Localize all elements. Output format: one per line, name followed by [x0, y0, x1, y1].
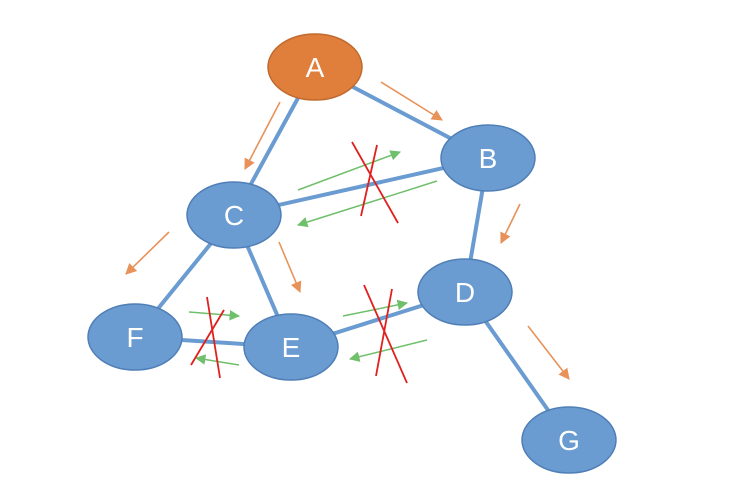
node-d: D [417, 258, 513, 326]
green-arrow-back-c-b [296, 180, 438, 228]
node-shape-e [243, 313, 339, 381]
node-f: F [87, 303, 183, 371]
traversal-arrow-c-to-f [125, 231, 170, 275]
red-cross-stroke-e-d-2 [375, 288, 393, 377]
traversal-arrow-a-to-c [244, 101, 281, 170]
red-cross-stroke-c-b-1 [351, 141, 399, 224]
node-label-a: A [306, 52, 325, 83]
traversal-arrow-a-to-b [380, 81, 443, 121]
green-arrow-back-e-d [348, 339, 428, 362]
traversal-arrows-layer [125, 81, 570, 380]
node-c: C [186, 181, 282, 249]
node-a: A [267, 33, 363, 101]
nodes-layer: A B C D E F G [87, 33, 617, 474]
node-shape-a [267, 33, 363, 101]
node-label-g: G [558, 425, 580, 456]
traversal-arrow-d-to-g [527, 325, 570, 380]
blocked-edge-e-d [342, 284, 428, 384]
blocked-edges-layer [188, 141, 438, 384]
node-g: G [521, 406, 617, 474]
node-shape-g [521, 406, 617, 474]
blocked-edge-f-e [188, 296, 241, 379]
red-cross-stroke-e-d-1 [363, 284, 408, 384]
red-cross-stroke-f-e-2 [190, 309, 225, 366]
blocked-edge-c-b [296, 141, 438, 228]
node-label-f: F [126, 322, 143, 353]
green-arrow-forward-f-e [188, 310, 241, 321]
node-shape-c [186, 181, 282, 249]
node-label-e: E [282, 332, 301, 363]
node-shape-b [440, 124, 536, 192]
node-label-c: C [224, 200, 244, 231]
node-label-d: D [455, 277, 475, 308]
traversal-arrow-c-to-e [278, 241, 302, 294]
red-cross-stroke-f-e-1 [206, 296, 221, 379]
node-b: B [440, 124, 536, 192]
node-label-b: B [479, 143, 498, 174]
green-arrow-forward-c-b [297, 150, 401, 191]
node-shape-d [417, 258, 513, 326]
edges-layer [133, 65, 571, 442]
node-shape-f [87, 303, 183, 371]
node-e: E [243, 313, 339, 381]
traversal-arrow-b-to-d [500, 203, 521, 245]
red-cross-stroke-c-b-2 [360, 144, 378, 217]
